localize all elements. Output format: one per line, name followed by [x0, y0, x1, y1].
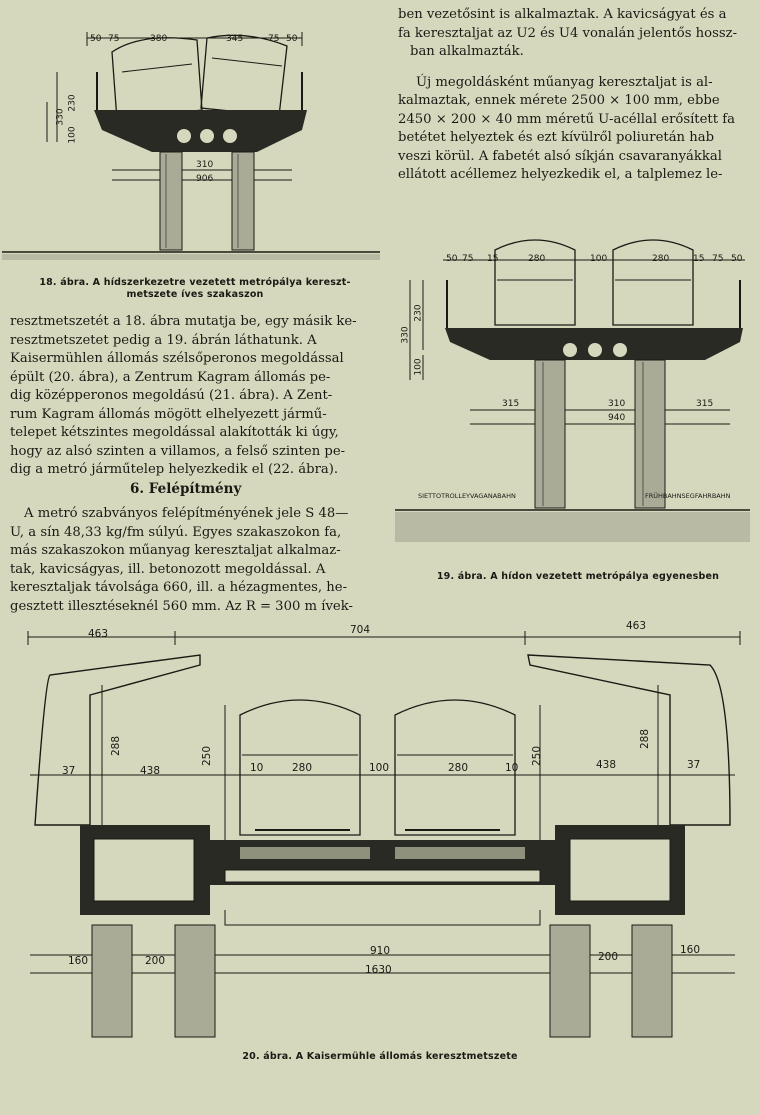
fig20-dim: 10	[505, 762, 519, 774]
fig18-dim: 75	[108, 34, 120, 44]
text-line: betétet helyeztek és ezt kívülről poliur…	[398, 130, 715, 145]
fig19-dim: 100	[413, 358, 424, 376]
fig19-dim: 50	[731, 254, 743, 264]
fig19-dim: 75	[712, 254, 724, 264]
text-line: más szakaszokon műanyag keresztaljat alk…	[10, 543, 341, 558]
fig20-dim: 438	[140, 765, 161, 777]
text-line: Új megoldásként műanyag keresztaljat is …	[416, 74, 713, 90]
fig20-dim: 37	[62, 765, 76, 777]
fig19-dim: 310	[608, 399, 626, 409]
fig19-dim: 75	[462, 254, 474, 264]
text-line: dig középperonos megoldású (21. ábra). A…	[10, 388, 333, 403]
text-line: ban alkalmazták.	[410, 44, 524, 59]
fig18-dim: 50	[90, 34, 102, 44]
fig19-dim: 230	[413, 304, 424, 322]
text-line: tak, kavicságyas, ill. betonozott megold…	[10, 561, 326, 577]
fig18-dim: 345	[226, 34, 244, 44]
fig19-label: FRÜHBAHNSEGFAHRBAHN	[645, 492, 731, 500]
text-line: keresztaljak távolsága 660, ill. a hézag…	[10, 580, 348, 595]
fig19-dim: 315	[696, 399, 714, 409]
fig18-dim: 100	[67, 126, 78, 144]
text-line: gesztett illesztéseknél 560 mm. Az R = 3…	[10, 598, 353, 614]
text-line: resztmetszetet pedig a 19. ábrán láthatu…	[10, 332, 317, 348]
figure-19-drawing	[395, 239, 750, 542]
fig18-dim: 380	[150, 34, 168, 44]
fig18-dim: 906	[196, 174, 214, 184]
fig20-dim: 250	[201, 745, 214, 767]
fig20-dim: 463	[626, 620, 647, 632]
fig20-dim: 10	[250, 762, 264, 774]
figure-19-caption: 19. ábra. A hídon vezetett metrópálya eg…	[436, 571, 720, 582]
text-line: ben vezetősint is alkalmaztak. A kavicsá…	[398, 7, 727, 22]
fig20-dim: 288	[639, 728, 652, 750]
right-column-top-text: ben vezetősint is alkalmaztak. A kavicsá…	[398, 6, 750, 185]
section-heading: 6. Felépítmény	[130, 481, 242, 497]
left-column-section-text: A metró szabványos felépítményének jele …	[10, 505, 365, 616]
fig20-dim: 704	[350, 624, 371, 636]
fig20-dim: 280	[292, 762, 313, 774]
text-line: A metró szabványos felépítményének jele …	[24, 506, 349, 521]
text-line: dig a metró járműtelep helyezkedik el (2…	[10, 462, 339, 477]
text-line: telepet kétszintes megoldással alakított…	[10, 425, 339, 440]
fig18-dim: 310	[196, 160, 214, 170]
text-line: rum Kagram állomás mögött elhelyezett já…	[10, 406, 327, 422]
text-line: veszi körül. A fabetét alsó síkján csava…	[398, 148, 722, 164]
text-line: hogy az alsó szinten a villamos, a felső…	[10, 443, 346, 459]
fig20-dim: 160	[68, 955, 89, 967]
fig20-dim: 250	[531, 745, 544, 767]
fig19-dim: 100	[590, 254, 608, 264]
fig20-dim: 463	[88, 628, 109, 640]
text-line: ellátott acéllemez helyezkedik el, a tal…	[398, 167, 723, 182]
fig20-dim: 37	[687, 759, 701, 771]
figure-18-caption: 18. ábra. A hídszerkezetre vezetett metr…	[39, 277, 351, 300]
fig19-label: SIETTOTROLLEYVAGANABAHN	[418, 492, 516, 500]
fig19-dim: 280	[652, 254, 670, 264]
fig19-dim: 940	[608, 413, 626, 423]
fig19-dim: 50	[446, 254, 458, 264]
fig19-dim: 15	[487, 254, 499, 264]
text-line: épült (20. ábra), a Zentrum Kagram állom…	[10, 369, 331, 385]
fig20-dim: 1630	[365, 964, 392, 976]
fig19-dim: 280	[528, 254, 546, 264]
fig18-dim: 50	[286, 34, 298, 44]
text-line: kalmaztak, ennek mérete 2500 × 100 mm, e…	[398, 93, 720, 108]
fig19-dim: 330	[400, 326, 411, 344]
figure-20-caption: 20. ábra. A Kaisermühle állomás keresztm…	[242, 1051, 518, 1062]
fig18-dim: 230	[67, 94, 78, 112]
fig20-dim: 288	[110, 735, 123, 757]
fig20-dim: 100	[369, 762, 390, 774]
fig20-dim: 160	[680, 944, 701, 956]
left-column-text: resztmetszetét a 18. ábra mutatja be, eg…	[10, 313, 365, 480]
fig20-dim: 200	[145, 955, 166, 967]
fig20-dim: 910	[370, 945, 391, 957]
fig18-dim: 75	[268, 34, 280, 44]
text-line: 2450 × 200 × 40 mm méretű U-acéllal erős…	[398, 111, 735, 127]
text-line: U, a sín 48,33 kg/fm súlyú. Egyes szakas…	[10, 524, 342, 540]
text-line: resztmetszetét a 18. ábra mutatja be, eg…	[10, 314, 357, 329]
figure-18-drawing	[2, 32, 380, 260]
figure-20-drawing	[27, 631, 741, 1038]
fig20-dim: 438	[596, 759, 617, 771]
text-line: Kaisermühlen állomás szélsőperonos megol…	[10, 351, 344, 366]
text-line: fa keresztaljat az U2 és U4 vonalán jele…	[398, 25, 738, 41]
fig18-dim: 330	[55, 108, 66, 126]
fig19-dim: 315	[502, 399, 520, 409]
fig20-dim: 280	[448, 762, 469, 774]
fig20-dim: 200	[598, 951, 619, 963]
fig19-dim: 15	[693, 254, 705, 264]
